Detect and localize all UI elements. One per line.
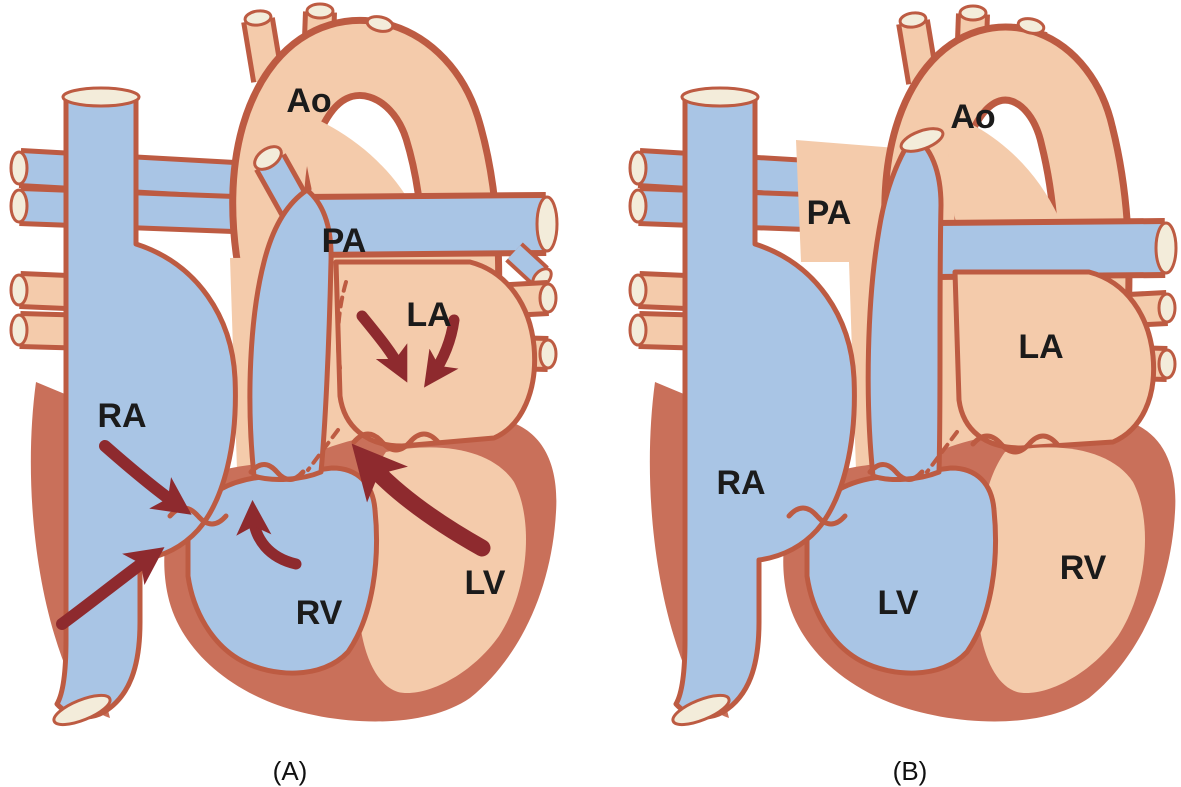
chamber-labels: Ao PA LA RA RV LV	[97, 82, 505, 632]
valve-lines	[786, 430, 1060, 527]
pulmonary-artery-trunk	[247, 145, 334, 482]
heart-diagram-panel-a: Ao PA LA RA RV LV	[9, 2, 559, 727]
cut-vessel-end	[898, 11, 928, 29]
cut-vessel-end	[628, 273, 648, 307]
cut-vessel-end	[538, 338, 558, 370]
blood-flow-arrows	[56, 310, 491, 630]
left-atrium-shape	[952, 269, 1157, 451]
cut-vessel-end	[680, 86, 760, 108]
label-right-ventricle: RV	[296, 594, 343, 632]
label-pulmonary-artery: PA	[322, 222, 367, 260]
cut-vessel-end	[61, 86, 141, 108]
pulmonary-artery-right-branch	[936, 218, 1178, 280]
label-aorta: Ao	[286, 82, 331, 120]
flow-arrow-ivc-up	[56, 547, 165, 630]
label-left-ventricle: LV	[878, 584, 919, 622]
cut-vessel-end	[958, 4, 988, 22]
heart-diagram-panel-b: Ao PA LA RA LV RV	[628, 4, 1178, 727]
cut-vessel-end	[9, 313, 29, 347]
flow-arrow-into-la-right	[424, 314, 460, 388]
cut-vessel-end	[1157, 292, 1177, 324]
cut-vessel-end	[899, 127, 945, 153]
flow-arrow-rv-to-pa	[236, 499, 302, 570]
cut-vessel-end	[253, 145, 283, 171]
left-ventricle-shape	[358, 447, 526, 694]
cut-vessel-end	[628, 313, 648, 347]
cut-vessel-end	[305, 2, 335, 20]
pulmonary-artery-right-branch	[301, 192, 559, 289]
pulmonary-artery-trunk	[865, 127, 945, 482]
label-aorta: Ao	[950, 98, 995, 136]
cut-vessel-end	[52, 693, 112, 727]
cut-vessel-end	[628, 188, 648, 224]
flow-arrow-into-la-left	[356, 310, 408, 383]
cut-vessel-end	[671, 693, 731, 727]
label-left-ventricle: LV	[465, 564, 506, 602]
cut-vessel-end	[1016, 17, 1046, 35]
right-sided-ventricle-shape	[977, 447, 1145, 694]
label-left-atrium: LA	[1018, 328, 1063, 366]
cut-vessel-end	[628, 150, 648, 186]
label-right-atrium: RA	[716, 464, 765, 502]
chamber-labels: Ao PA LA RA LV RV	[716, 98, 1106, 622]
cut-vessel-end	[9, 150, 29, 186]
cut-vessel-end	[365, 15, 395, 33]
cut-vessel-end	[243, 9, 273, 27]
cut-vessel-end	[9, 188, 29, 224]
label-right-ventricle: RV	[1060, 549, 1107, 587]
label-left-atrium: LA	[406, 296, 451, 334]
cut-vessel-end	[535, 195, 559, 253]
cut-vessel-end	[538, 282, 558, 314]
cut-vessel-end	[1154, 221, 1178, 275]
right-atrium-and-venae-cavae	[671, 86, 857, 727]
flow-arrow-ra-down	[99, 440, 192, 515]
cut-vessel-end	[1157, 348, 1177, 380]
flow-arrow-lv-large	[351, 443, 491, 557]
label-pulmonary-artery: PA	[807, 194, 852, 232]
label-right-atrium: RA	[97, 397, 146, 435]
panel-b-caption: (B)	[892, 756, 928, 786]
left-atrium-shape	[333, 259, 538, 449]
panel-a-caption: (A)	[272, 756, 308, 786]
cut-vessel-end	[9, 273, 29, 307]
